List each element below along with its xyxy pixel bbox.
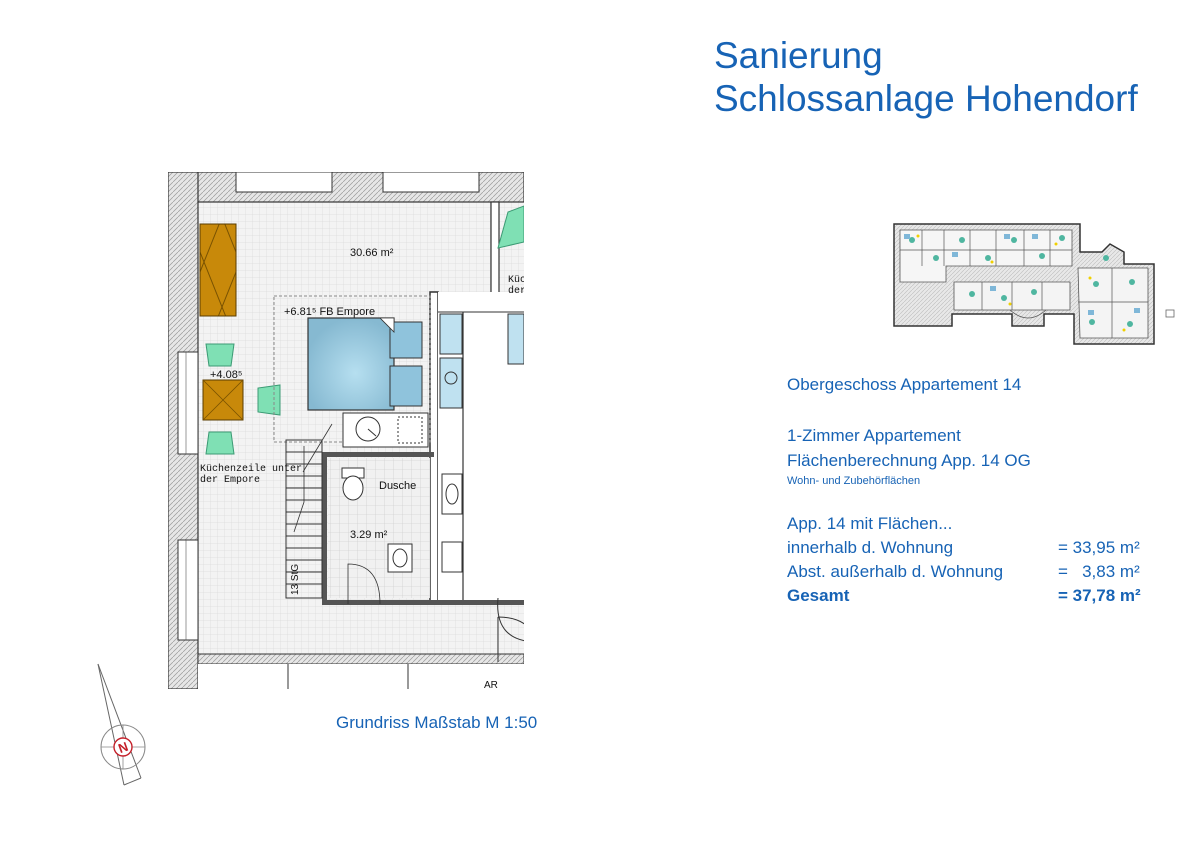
title-line-2: Schlossanlage Hohendorf [714,78,1138,119]
floor-label: Obergeschoss Appartement 14 [787,375,1022,394]
exterior-walls [168,172,524,689]
north-arrow-icon: N [97,663,146,786]
project-title: Sanierung Schlossanlage Hohendorf [714,34,1138,120]
entrance-door [497,616,524,662]
staircase [285,423,333,599]
apartment-type: 1-Zimmer Appartement [787,426,961,445]
area-row-value: = 3,83 m² [1058,562,1140,581]
kitchen-counter [439,313,524,409]
area-row-outside: Abst. außerhalb d. Wohnung = 3,83 m² [787,562,1157,584]
stair-step-label: 13 StG [290,564,301,595]
edge-note-line-1: Küc [508,274,524,286]
area-calc-heading: Flächenberechnung App. 14 OG [787,451,1031,470]
corridor-fixtures [441,473,524,641]
wardrobe [199,223,237,317]
bathroom-area: 3.29 m² [350,529,388,541]
overview-building [893,223,1175,345]
floor-plan-drawing: 30.66 m² +6.81⁵ FB Empore +4.08⁵ Küchenz… [168,172,524,689]
bed [307,317,423,411]
title-line-1: Sanierung [714,35,883,76]
area-row-inside: innerhalb d. Wohnung = 33,95 m² [787,538,1157,560]
main-room-area: 30.66 m² [350,247,394,259]
area-subnote: Wohn- und Zubehörflächen [787,475,921,487]
area-row-value: = 37,78 m² [1058,586,1141,605]
area-row-total: Gesamt = 37,78 m² [787,586,1157,608]
area-intro: App. 14 mit Flächen... [787,514,953,533]
bathroom-fixtures [341,467,413,605]
area-row-label: Gesamt [787,586,850,605]
area-row-value: = 33,95 m² [1058,538,1140,557]
bathroom-floor [328,458,430,598]
kitchen-note-line-2: der Empore [200,474,260,486]
area-row-label: Abst. außerhalb d. Wohnung [787,562,1004,581]
room-code-label: AR [484,680,498,689]
kitchen-note-line-1: Küchenzeile unter [200,463,302,475]
gallery-level-label: +6.81⁵ FB Empore [284,306,375,318]
dining-table [202,379,244,421]
edge-note-line-2: der [508,285,524,297]
plan-caption: Grundriss Maßstab M 1:50 [336,713,538,732]
kitchen-sink [342,412,429,448]
building-overview-plan [893,223,1175,345]
area-row-label: innerhalb d. Wohnung [787,538,954,557]
shower-label: Dusche [379,480,416,492]
floor-level-label: +4.08⁵ [210,369,242,381]
